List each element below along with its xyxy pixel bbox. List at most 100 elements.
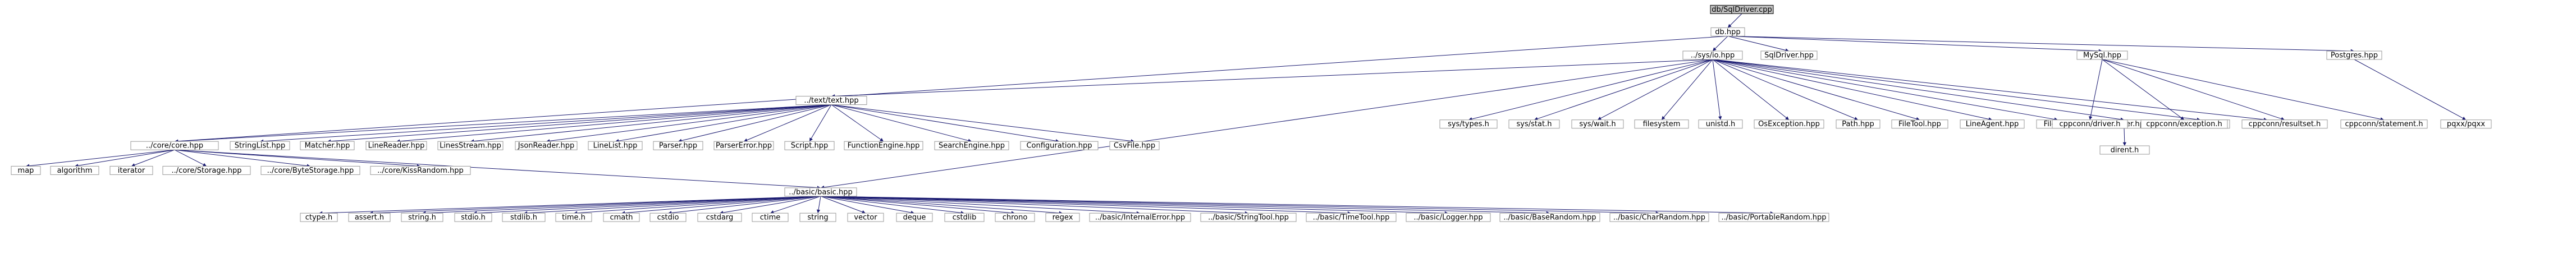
graph-edges [26,13,2466,215]
node-ctype[interactable]: ctype.h [300,213,338,222]
edge-arrowhead [1662,116,1666,120]
node-db-hpp[interactable]: db.hpp [1710,27,1745,36]
node-box [1609,213,1709,222]
node-jsonreader[interactable]: JsonReader.hpp [515,141,578,150]
node-filesystem[interactable]: filesystem [1634,119,1689,129]
node-assert[interactable]: assert.h [348,213,391,222]
include-edge [1468,59,1713,121]
node-configuration[interactable]: Configuration.hpp [1020,141,1099,150]
edge-line [820,196,912,213]
node-corekissrandom[interactable]: ../core/KissRandom.hpp [370,165,471,175]
node-cstdlib[interactable]: cstdlib [944,213,985,222]
node-stringtool[interactable]: ../basic/StringTool.hpp [1200,213,1297,222]
node-box [2440,119,2492,129]
node-vector[interactable]: vector [847,213,884,222]
node-string-h[interactable]: string.h [401,213,443,222]
node-linereader[interactable]: LineReader.hpp [365,141,427,150]
node-label: ../basic/BaseRandom.hpp [1503,214,1596,222]
node-parsererror[interactable]: ParserError.hpp [713,141,774,150]
node-linesstream[interactable]: LinesStream.hpp [437,141,504,150]
edge-arrowhead [816,209,821,214]
node-timetool[interactable]: ../basic/TimeTool.hpp [1306,213,1397,222]
edge-arrowhead [1713,47,1717,51]
node-deque[interactable]: deque [896,213,933,222]
node-label: ../text/text.hpp [804,96,858,105]
node-stdio[interactable]: stdio.h [454,213,492,222]
node-cstdio[interactable]: cstdio [649,213,687,222]
node-searchengine[interactable]: SearchEngine.hpp [934,141,1009,150]
node-label: regex [1053,214,1073,222]
node-filetool[interactable]: FileTool.hpp [1891,119,1948,129]
include-edge [820,196,866,214]
node-parser[interactable]: Parser.hpp [653,141,703,150]
node-chrono[interactable]: chrono [995,213,1035,222]
node-box [162,165,251,175]
node-pqxx[interactable]: pqxx/pqxx [2440,119,2492,129]
node-basic[interactable]: ../basic/basic.hpp [784,187,857,197]
node-charrandom[interactable]: ../basic/CharRandom.hpp [1609,213,1709,222]
node-sqldriver-hpp[interactable]: SqlDriver.hpp [1760,50,1818,60]
node-regex[interactable]: regex [1045,213,1080,222]
include-edge [396,104,832,143]
include-edge [174,149,310,168]
node-functionengine[interactable]: FunctionEngine.hpp [844,141,923,150]
edge-line [1712,59,1917,119]
edge-line [1471,59,1713,119]
node-matcher[interactable]: Matcher.hpp [300,141,355,150]
node-box [370,165,471,175]
node-stat[interactable]: sys/stat.h [1508,119,1560,129]
node-linelist[interactable]: LineList.hpp [588,141,643,150]
node-label: FunctionEngine.hpp [848,142,920,150]
node-osexception[interactable]: OsException.hpp [1754,119,1824,129]
node-sysio[interactable]: ../sys/io.hpp [1682,50,1743,60]
node-label: Matcher.hpp [305,142,350,150]
node-cppstatement[interactable]: cppconn/statement.h [2340,119,2428,129]
node-box [799,213,836,222]
node-wait[interactable]: sys/wait.h [1571,119,1624,129]
node-baserandom[interactable]: ../basic/BaseRandom.hpp [1499,213,1600,222]
node-core[interactable]: ../core/core.hpp [130,141,219,150]
node-lineagent[interactable]: LineAgent.hpp [1960,119,2025,129]
edge-line [576,196,821,214]
node-csvfile[interactable]: CsvFile.hpp [1109,141,1160,150]
node-mysql[interactable]: MySql.hpp [2076,50,2128,60]
node-box [2241,119,2328,129]
node-corebytestorage[interactable]: ../core/ByteStorage.hpp [260,165,360,175]
node-box [1499,213,1600,222]
node-cppdriver[interactable]: cppconn/driver.h [2052,119,2128,129]
node-string[interactable]: string [799,213,836,222]
include-edge [1712,59,1789,120]
node-cppresultset[interactable]: cppconn/resultset.h [2241,119,2328,129]
node-unistd[interactable]: unistd.h [1698,119,1743,129]
node-cmath[interactable]: cmath [603,213,640,222]
node-text[interactable]: ../text/text.hpp [795,96,867,105]
node-box [1718,213,1829,222]
node-path[interactable]: Path.hpp [1836,119,1880,129]
node-portablerandom[interactable]: ../basic/PortableRandom.hpp [1718,213,1829,222]
node-cstdarg[interactable]: cstdarg [697,213,742,222]
node-corestorage[interactable]: ../core/Storage.hpp [162,165,251,175]
node-stringlist[interactable]: StringList.hpp [230,141,290,150]
edge-line [527,196,821,214]
node-cppexception[interactable]: cppconn/exception.h [2140,119,2228,129]
node-stdlib-h[interactable]: stdlib.h [502,213,546,222]
node-box [1089,213,1191,222]
edge-line [1727,35,2351,52]
node-box [1710,4,1774,14]
node-time[interactable]: time.h [555,213,592,222]
node-algorithm[interactable]: algorithm [50,165,99,175]
node-types[interactable]: sys/types.h [1439,119,1498,129]
node-logger[interactable]: ../basic/Logger.hpp [1406,213,1491,222]
node-postgres[interactable]: Postgres.hpp [2326,50,2382,60]
node-script[interactable]: Script.hpp [784,141,835,150]
node-box [2140,119,2228,129]
node-ctime[interactable]: ctime [752,213,789,222]
include-edge [174,149,420,168]
node-label: ctime [760,214,781,222]
node-label: ../basic/basic.hpp [789,188,852,196]
node-dirent[interactable]: dirent.h [2099,145,2150,155]
node-iterator[interactable]: iterator [109,165,153,175]
node-internalerror[interactable]: ../basic/InternalError.hpp [1089,213,1191,222]
node-map[interactable]: map [11,165,41,175]
